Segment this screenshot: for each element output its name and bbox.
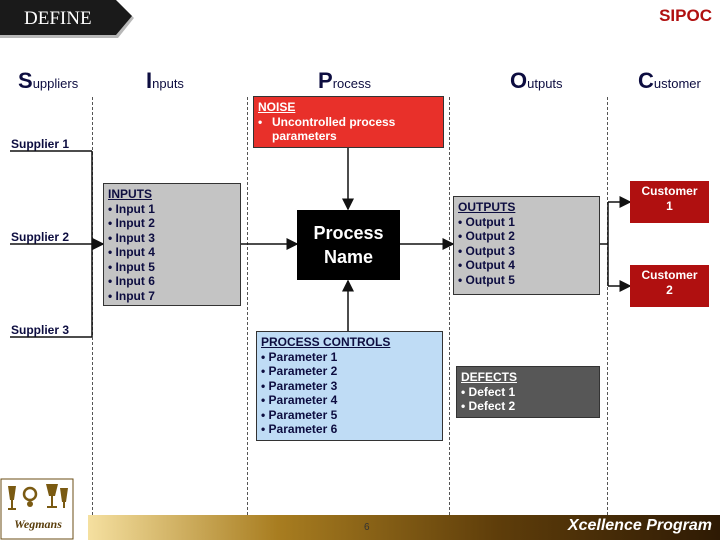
column-label: rocess xyxy=(332,76,371,91)
footer-bar xyxy=(88,515,720,540)
outputs-title: OUTPUTS xyxy=(458,200,516,214)
control-item: Parameter 6 xyxy=(268,422,338,436)
list-item: • Output 3 xyxy=(458,243,515,258)
input-item: Input 6 xyxy=(115,274,155,288)
list-item: • Output 2 xyxy=(458,229,515,243)
column-initial: I xyxy=(146,68,153,93)
customer-label: Customer xyxy=(641,268,698,282)
column-label: nputs xyxy=(152,76,184,91)
column-header-process: Process xyxy=(318,68,371,94)
process-controls-box: PROCESS CONTROLS • Parameter 1 • Paramet… xyxy=(256,331,443,441)
outputs-box: OUTPUTS • Output 1 • Output 2 • Output 3… xyxy=(453,196,600,295)
column-header-outputs: Outputs xyxy=(510,68,563,94)
controls-list: • Parameter 1 • Parameter 2 • Parameter … xyxy=(261,350,438,437)
customer-box: Customer 2 xyxy=(630,265,709,307)
output-item: Output 1 xyxy=(465,214,515,229)
column-initial: O xyxy=(510,68,528,93)
customer-number: 2 xyxy=(666,283,673,297)
column-divider xyxy=(449,97,450,515)
customer-number: 1 xyxy=(666,199,673,213)
list-item: • Parameter 5 xyxy=(261,407,338,422)
wegmans-logo: Wegmans xyxy=(0,478,74,540)
outputs-list: • Output 1 • Output 2 • Output 3 • Outpu… xyxy=(458,215,595,288)
control-item: Parameter 4 xyxy=(268,393,338,407)
list-item: • Parameter 1 xyxy=(261,349,338,364)
list-item: • Defect 2 xyxy=(461,399,516,413)
defect-item: Defect 2 xyxy=(468,399,516,413)
list-item: • Output 1 xyxy=(458,214,515,229)
page-number: 6 xyxy=(364,522,370,533)
list-item: • Input 7 xyxy=(108,288,155,303)
control-item: Parameter 1 xyxy=(268,349,338,364)
output-item: Output 5 xyxy=(465,272,515,287)
column-label: ustomer xyxy=(653,76,701,91)
list-item: • Input 4 xyxy=(108,245,155,259)
defects-box: DEFECTS • Defect 1 • Defect 2 xyxy=(456,366,600,418)
customer-label: Customer xyxy=(641,184,698,198)
output-item: Output 2 xyxy=(465,229,515,243)
control-item: Parameter 5 xyxy=(268,407,338,422)
column-initial: P xyxy=(318,68,333,93)
list-item: • Output 4 xyxy=(458,258,515,272)
input-item: Input 4 xyxy=(115,245,155,259)
inputs-title: INPUTS xyxy=(108,187,153,201)
input-item: Input 1 xyxy=(115,201,155,216)
input-item: Input 7 xyxy=(115,288,155,303)
supplier-label: Supplier 1 xyxy=(11,137,70,151)
list-item: • Input 5 xyxy=(108,259,155,274)
supplier-label: Supplier 3 xyxy=(11,323,70,337)
column-initial: C xyxy=(638,68,654,93)
list-item: • Defect 1 xyxy=(461,384,516,399)
list-item: • Input 3 xyxy=(108,230,155,245)
controls-title: PROCESS CONTROLS xyxy=(261,335,391,349)
page-title: SIPOC xyxy=(659,6,712,25)
noise-item-text: Uncontrolled process parameters xyxy=(272,114,396,144)
control-item: Parameter 3 xyxy=(268,378,338,393)
inputs-box: INPUTS • Input 1 • Input 2 • Input 3 • I… xyxy=(103,183,241,306)
list-item: • Output 5 xyxy=(458,272,515,287)
noise-item: •Uncontrolled process parameters xyxy=(258,115,439,144)
supplier-label: Supplier 2 xyxy=(11,230,70,244)
footer-brand: Xcellence Program xyxy=(567,517,712,534)
list-item: • Parameter 6 xyxy=(261,422,338,436)
noise-title: NOISE xyxy=(258,100,296,114)
defects-title: DEFECTS xyxy=(461,370,518,384)
list-item: • Parameter 2 xyxy=(261,364,338,378)
column-divider xyxy=(607,97,608,515)
input-item: Input 5 xyxy=(115,259,155,274)
process-name-line: Name xyxy=(323,247,374,267)
list-item: • Input 6 xyxy=(108,274,155,288)
list-item: • Input 1 xyxy=(108,201,155,216)
section-title: DEFINE xyxy=(24,8,92,29)
customer-box: Customer 1 xyxy=(630,181,709,223)
column-label: uppliers xyxy=(32,76,79,91)
logo-text: Wegmans xyxy=(14,517,62,531)
column-label: utputs xyxy=(527,76,563,91)
define-tab xyxy=(0,0,134,38)
list-item: • Parameter 3 xyxy=(261,378,338,393)
list-item: • Parameter 4 xyxy=(261,393,338,407)
output-item: Output 3 xyxy=(465,243,515,258)
column-divider xyxy=(247,97,248,515)
noise-box: NOISE •Uncontrolled process parameters xyxy=(253,96,444,148)
process-name-line: Process xyxy=(313,223,384,243)
column-header-suppliers: Suppliers xyxy=(18,68,78,94)
defects-list: • Defect 1 • Defect 2 xyxy=(461,385,595,414)
column-header-customer: Customer xyxy=(638,68,701,94)
process-box: Process Name xyxy=(297,210,400,280)
control-item: Parameter 2 xyxy=(268,364,338,378)
column-header-inputs: Inputs xyxy=(146,68,184,94)
inputs-list: • Input 1 • Input 2 • Input 3 • Input 4 … xyxy=(108,202,236,304)
input-item: Input 3 xyxy=(115,230,155,245)
output-item: Output 4 xyxy=(465,258,515,272)
defect-item: Defect 1 xyxy=(468,384,516,399)
input-item: Input 2 xyxy=(115,216,155,230)
column-initial: S xyxy=(18,68,33,93)
list-item: • Input 2 xyxy=(108,216,155,230)
